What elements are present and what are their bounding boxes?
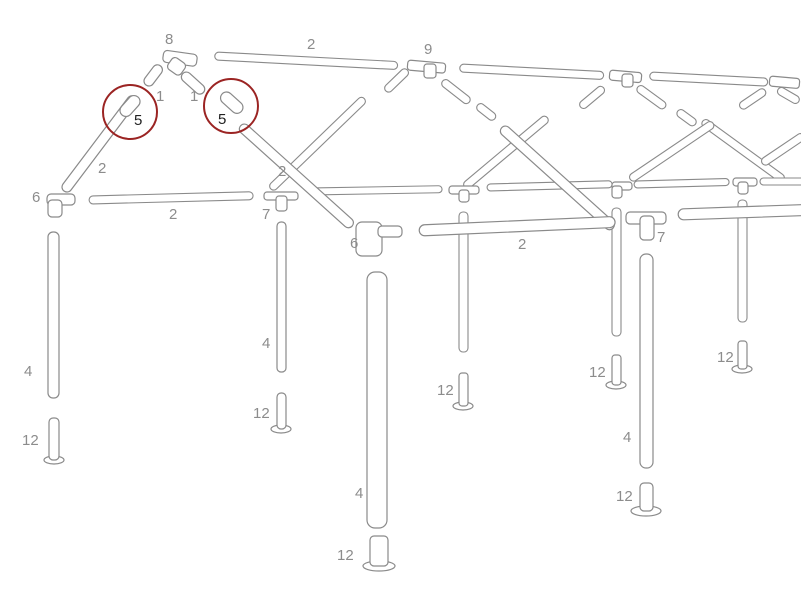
rear-leg [611, 207, 622, 337]
part-label: 2 [518, 236, 526, 253]
rear-eave-pipe [309, 185, 443, 196]
part-label: 8 [165, 31, 173, 48]
highlight-right: 5 [203, 78, 259, 134]
rear-eave-pipe [486, 180, 613, 192]
rear-eave-fitting [611, 181, 633, 199]
part-label: 9 [424, 41, 432, 58]
part-label: 4 [355, 485, 363, 502]
rear-rafter [441, 79, 497, 121]
rear-eave-pipe [633, 178, 730, 189]
rear-rafter [629, 88, 767, 182]
rear-eave-fitting [448, 185, 480, 203]
left-rafter [61, 64, 164, 193]
rear-ridge-pipe [214, 51, 399, 70]
ridge-fitting [768, 75, 801, 89]
part-label: 7 [657, 229, 665, 246]
main-rafter [180, 71, 355, 229]
foot-plate [43, 417, 65, 465]
rear-leg [458, 211, 469, 353]
corner-fitting [46, 193, 76, 218]
part-number-label: 5 [218, 111, 226, 128]
part-label: 12 [616, 488, 633, 505]
part-label: 2 [278, 163, 286, 180]
part-label: 12 [589, 364, 606, 381]
rear-eave-pipe [759, 177, 801, 186]
part-label: 6 [350, 235, 358, 252]
part-label: 4 [262, 335, 270, 352]
part-label: 2 [98, 160, 106, 177]
part-label: 1 [156, 88, 164, 105]
part-label: 4 [623, 429, 631, 446]
foot-plate [630, 482, 662, 517]
side-fitting [625, 211, 667, 241]
part-label: 12 [337, 547, 354, 564]
foot-plate [731, 340, 753, 374]
part-label: 2 [169, 206, 177, 223]
part-label: 12 [437, 382, 454, 399]
leg [47, 231, 60, 399]
part-label: 12 [253, 405, 270, 422]
rear-ridge-pipe [649, 71, 769, 87]
leg [366, 271, 388, 529]
part-label: 6 [32, 189, 40, 206]
foot-plate [605, 354, 627, 390]
part-label: 2 [307, 36, 315, 53]
front-eave-pipe [418, 216, 616, 237]
foot-plate [452, 372, 474, 411]
rear-rafter [761, 86, 801, 166]
ridge-fitting [406, 59, 447, 79]
rear-rafter [636, 85, 785, 183]
rear-leg [737, 199, 748, 323]
left-eave-pipe [88, 191, 254, 205]
front-structure [43, 49, 801, 572]
leg [276, 221, 287, 373]
part-label: 12 [717, 349, 734, 366]
side-fitting [263, 191, 299, 212]
rear-ridge-pipe [459, 63, 605, 80]
part-label: 4 [24, 363, 32, 380]
peak-fitting [162, 49, 198, 76]
part-label: 7 [262, 206, 270, 223]
part-number-label: 5 [134, 112, 142, 129]
foot-plate [362, 535, 396, 572]
part-labels: 8 2 9 1 1 2 6 2 2 7 6 2 7 4 4 12 12 12 1… [22, 31, 734, 564]
part-label: 1 [190, 88, 198, 105]
front-eave-pipe [677, 204, 801, 221]
mid-rafter [499, 125, 616, 231]
highlight-left: 5 [102, 84, 158, 140]
rear-eave-fitting [732, 177, 758, 195]
leg [639, 253, 654, 469]
ridge-fitting [608, 69, 643, 88]
rear-rafter [463, 85, 606, 190]
part-label: 12 [22, 432, 39, 449]
corner-fitting-front [355, 221, 403, 257]
foot-plate [270, 392, 292, 434]
